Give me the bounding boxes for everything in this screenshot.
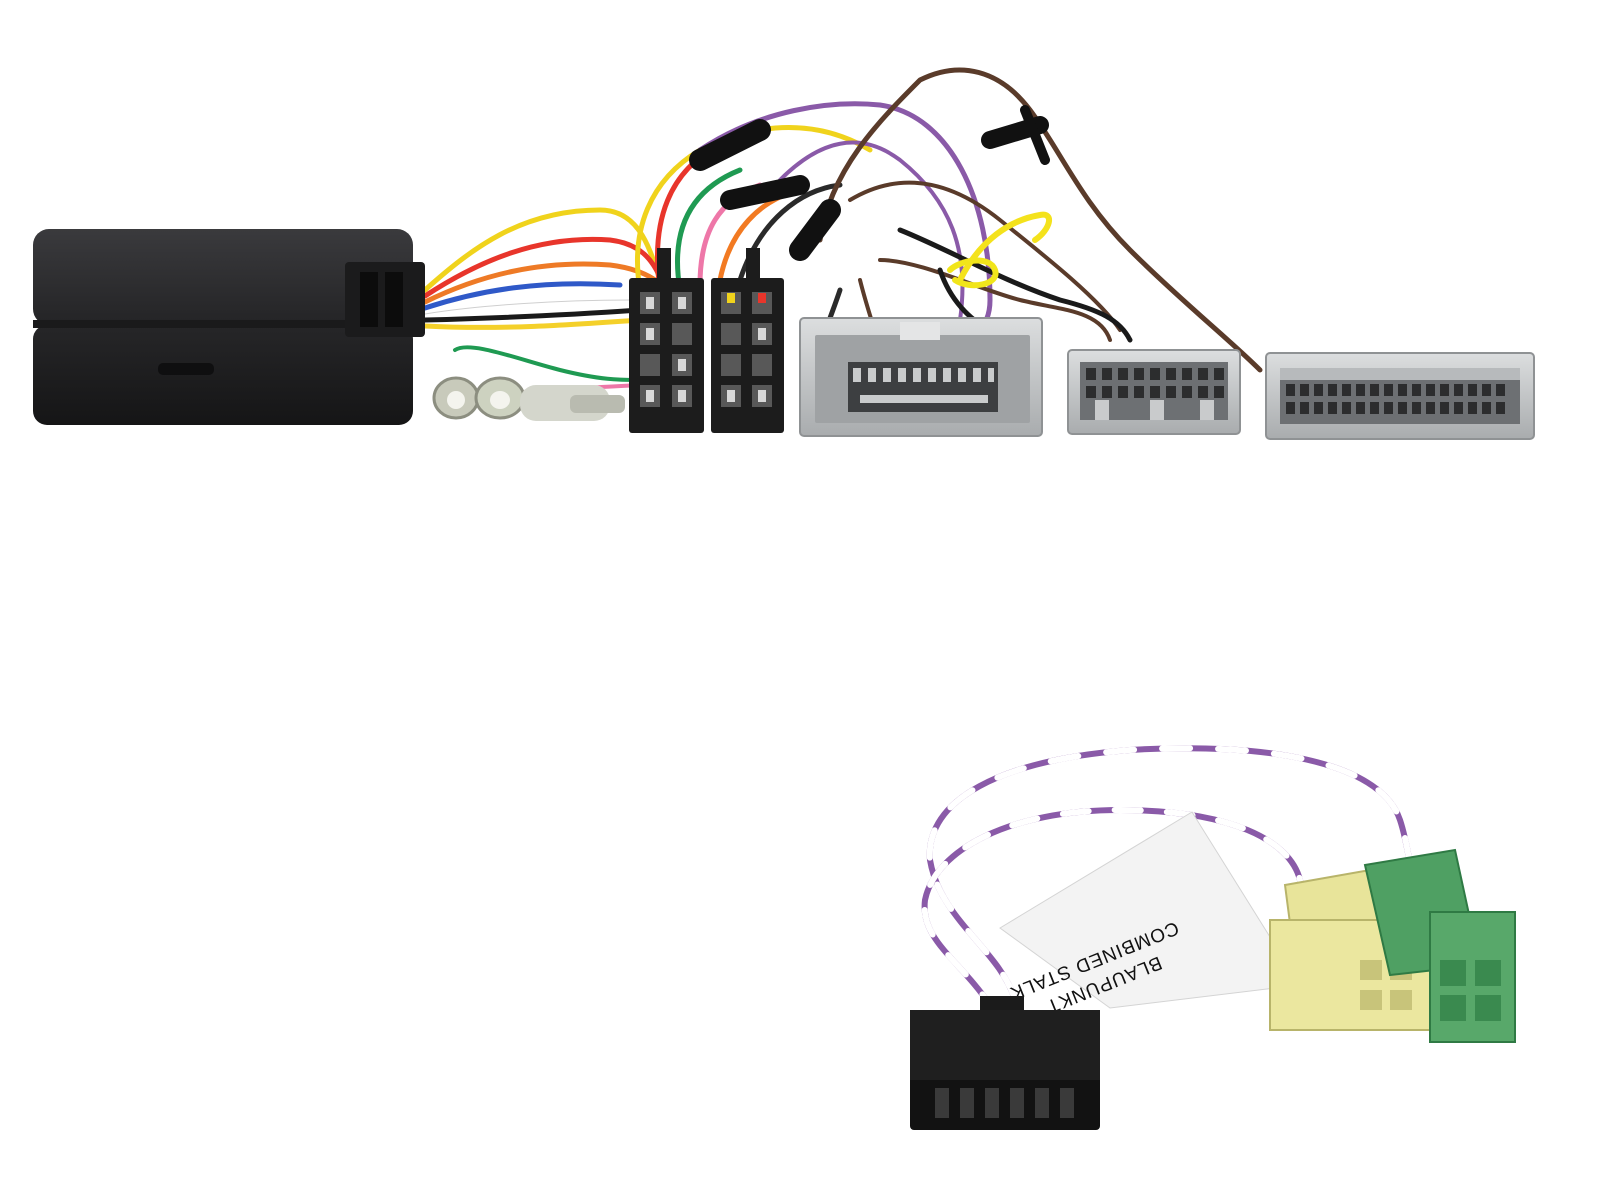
patch-lead-wires — [921, 745, 1423, 1008]
iso-connector-speaker — [711, 248, 784, 433]
wire-label-tag: COMBINED STALK BLAUPUNKT — [999, 811, 1301, 1017]
iso-connector-power — [629, 248, 704, 433]
ring-terminals — [432, 376, 625, 421]
head-unit-plug — [910, 996, 1100, 1130]
vehicle-connector-large — [799, 317, 1043, 437]
interface-box-slot — [158, 363, 214, 375]
mini-iso-green-connector — [1363, 848, 1516, 1043]
vehicle-connector-medium — [1067, 349, 1241, 435]
interface-box — [33, 229, 425, 425]
vehicle-connector-wide — [1265, 352, 1535, 440]
